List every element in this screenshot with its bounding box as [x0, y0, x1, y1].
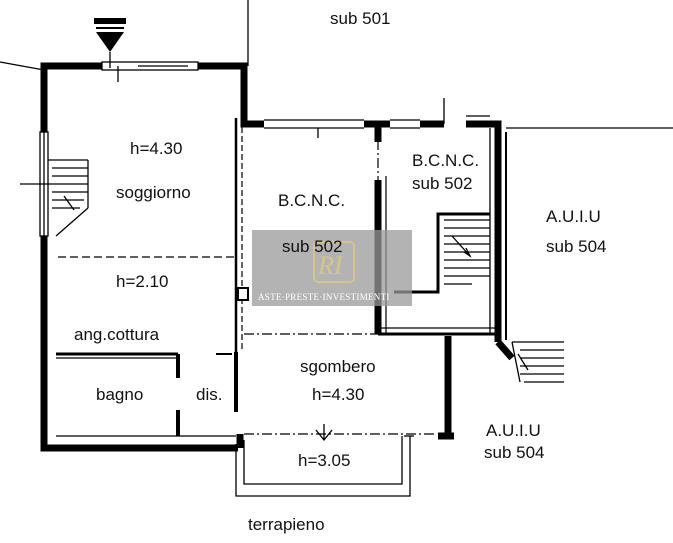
stair-bottom-right: [511, 341, 564, 383]
label-auiu-top: A.U.I.U: [546, 207, 601, 226]
label-sub504-top: sub 504: [546, 237, 607, 256]
label-sub501: sub 501: [330, 9, 391, 28]
watermark-logo: RI: [317, 251, 344, 280]
outer-walls: [40, 62, 515, 452]
label-sub504-bottom: sub 504: [484, 443, 545, 462]
label-sub502-right: sub 502: [412, 174, 473, 193]
boundary-top-left: [0, 61, 45, 71]
watermark-caption: ASTE·PRESTE·INVESTIMENTI: [258, 292, 390, 302]
lower-room-walls: [235, 424, 414, 497]
label-sub502-left: sub 502: [282, 237, 343, 256]
label-h-sgombero: h=4.30: [312, 385, 364, 404]
label-bcnc-left: B.C.N.C.: [278, 191, 345, 210]
label-h-bottom: h=3.05: [298, 451, 350, 470]
stair-right: [394, 212, 490, 294]
dashed-lines: [58, 256, 436, 435]
label-bcnc-right: B.C.N.C.: [412, 151, 479, 170]
label-auiu-bottom: A.U.I.U: [486, 421, 541, 440]
partition-top-bcnc: [264, 119, 420, 138]
label-h-cottura: h=2.10: [116, 272, 168, 291]
label-bagno: bagno: [96, 385, 143, 404]
window-top: [101, 61, 199, 82]
bath-partitions: [56, 352, 238, 437]
label-sgombero: sgombero: [300, 357, 376, 376]
label-h-soggiorno: h=4.30: [130, 139, 182, 158]
stair-left: [20, 159, 89, 237]
interior-wall-center: [234, 118, 249, 352]
label-dis: dis.: [196, 385, 222, 404]
label-soggiorno: soggiorno: [116, 183, 191, 202]
label-terrapieno: terrapieno: [248, 515, 325, 534]
label-ang-cottura: ang.cottura: [74, 325, 160, 344]
entrance-arrow-icon: [94, 18, 126, 68]
watermark: [252, 230, 412, 306]
